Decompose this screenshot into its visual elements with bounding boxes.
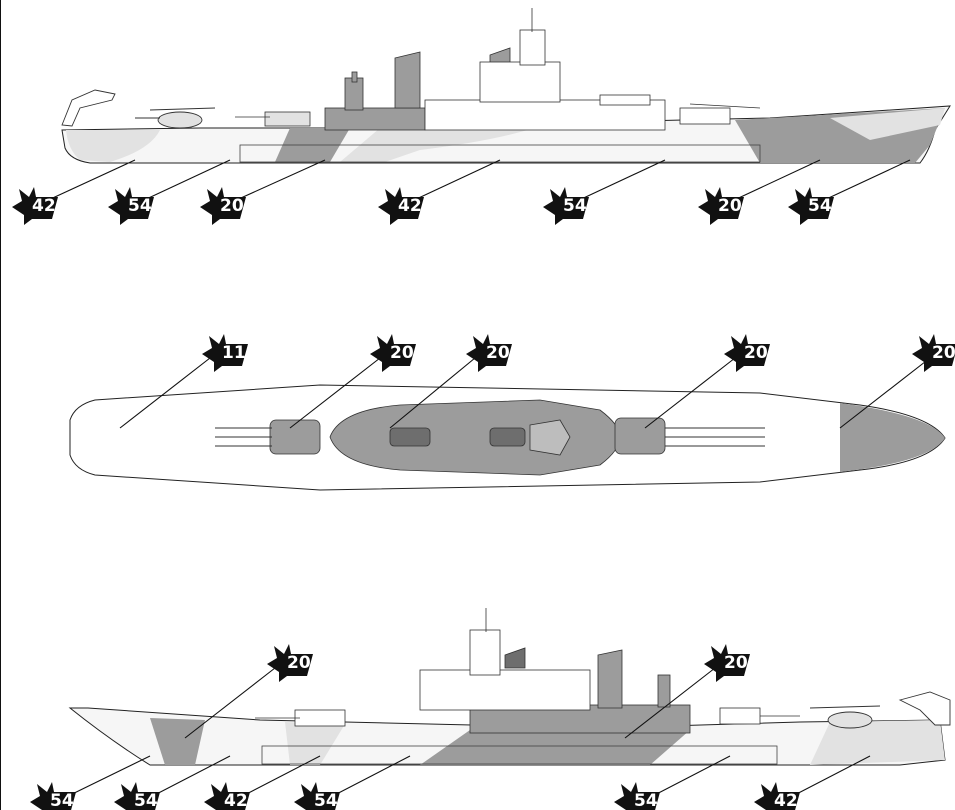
callout-badge: 42 (204, 782, 250, 810)
callout-badge: 20 (267, 644, 313, 682)
svg-text:54: 54 (128, 196, 152, 216)
callout-badge: 20 (370, 334, 416, 372)
starboard-camo-42-mid (285, 722, 345, 765)
callout-badge: 54 (114, 782, 160, 810)
port-camo-42-bow (830, 108, 945, 140)
callout-badge: 54 (294, 782, 340, 810)
svg-text:20: 20 (287, 653, 311, 673)
top-view: 11 20 20 20 20 (69, 334, 955, 491)
top-barrels (215, 427, 765, 447)
callout-badge: 42 (754, 782, 800, 810)
starboard-superstructure (255, 608, 800, 734)
port-boot-stripe (239, 144, 761, 163)
starboard-camo-20-mid (420, 730, 690, 765)
svg-text:54: 54 (808, 196, 832, 216)
port-side-view: 42 54 20 42 54 20 54 (12, 8, 951, 225)
svg-text:42: 42 (398, 196, 422, 216)
port-helicopter (135, 107, 216, 129)
svg-text:20: 20 (390, 343, 414, 363)
svg-text:42: 42 (224, 791, 248, 810)
svg-text:42: 42 (774, 791, 798, 810)
callout-badge: 54 (614, 782, 660, 810)
callout-badge: 54 (788, 187, 834, 225)
callout-badge: 54 (30, 782, 76, 810)
svg-text:20: 20 (486, 343, 510, 363)
starboard-side-view: 20 20 54 54 42 54 54 42 (30, 608, 951, 810)
starboard-camo-20-bow (150, 718, 205, 765)
callout-badge: 11 (202, 334, 248, 372)
port-camo-42-stern (66, 130, 160, 162)
callout-badge: 20 (698, 187, 744, 225)
port-stern-crane (61, 89, 116, 127)
svg-text:20: 20 (744, 343, 768, 363)
svg-text:11: 11 (222, 343, 246, 363)
callout-badge: 20 (912, 334, 955, 372)
svg-text:20: 20 (220, 196, 244, 216)
svg-text:54: 54 (50, 791, 74, 810)
port-superstructure (235, 8, 761, 131)
callout-badge: 20 (704, 644, 750, 682)
svg-text:54: 54 (563, 196, 587, 216)
starboard-boot-stripe (261, 745, 778, 765)
svg-text:20: 20 (932, 343, 955, 363)
callout-badge: 42 (378, 187, 424, 225)
starboard-stern-crane (898, 691, 951, 726)
callout-badge: 42 (12, 187, 58, 225)
svg-text:20: 20 (724, 653, 748, 673)
starboard-helicopter (809, 705, 881, 729)
callout-badge: 54 (543, 187, 589, 225)
top-turrets (269, 417, 666, 456)
callout-badge: 20 (724, 334, 770, 372)
starboard-camo-42-stern (810, 720, 945, 765)
top-centre-camo-20 (329, 399, 621, 476)
svg-text:42: 42 (32, 196, 56, 216)
callout-badge: 54 (108, 187, 154, 225)
callout-badge: 20 (200, 187, 246, 225)
callout-badge: 20 (466, 334, 512, 372)
top-bow-camo-20 (840, 403, 945, 472)
svg-text:54: 54 (134, 791, 158, 810)
svg-text:54: 54 (634, 791, 658, 810)
svg-text:20: 20 (718, 196, 742, 216)
svg-text:54: 54 (314, 791, 338, 810)
port-camo-42-mid (340, 126, 540, 162)
